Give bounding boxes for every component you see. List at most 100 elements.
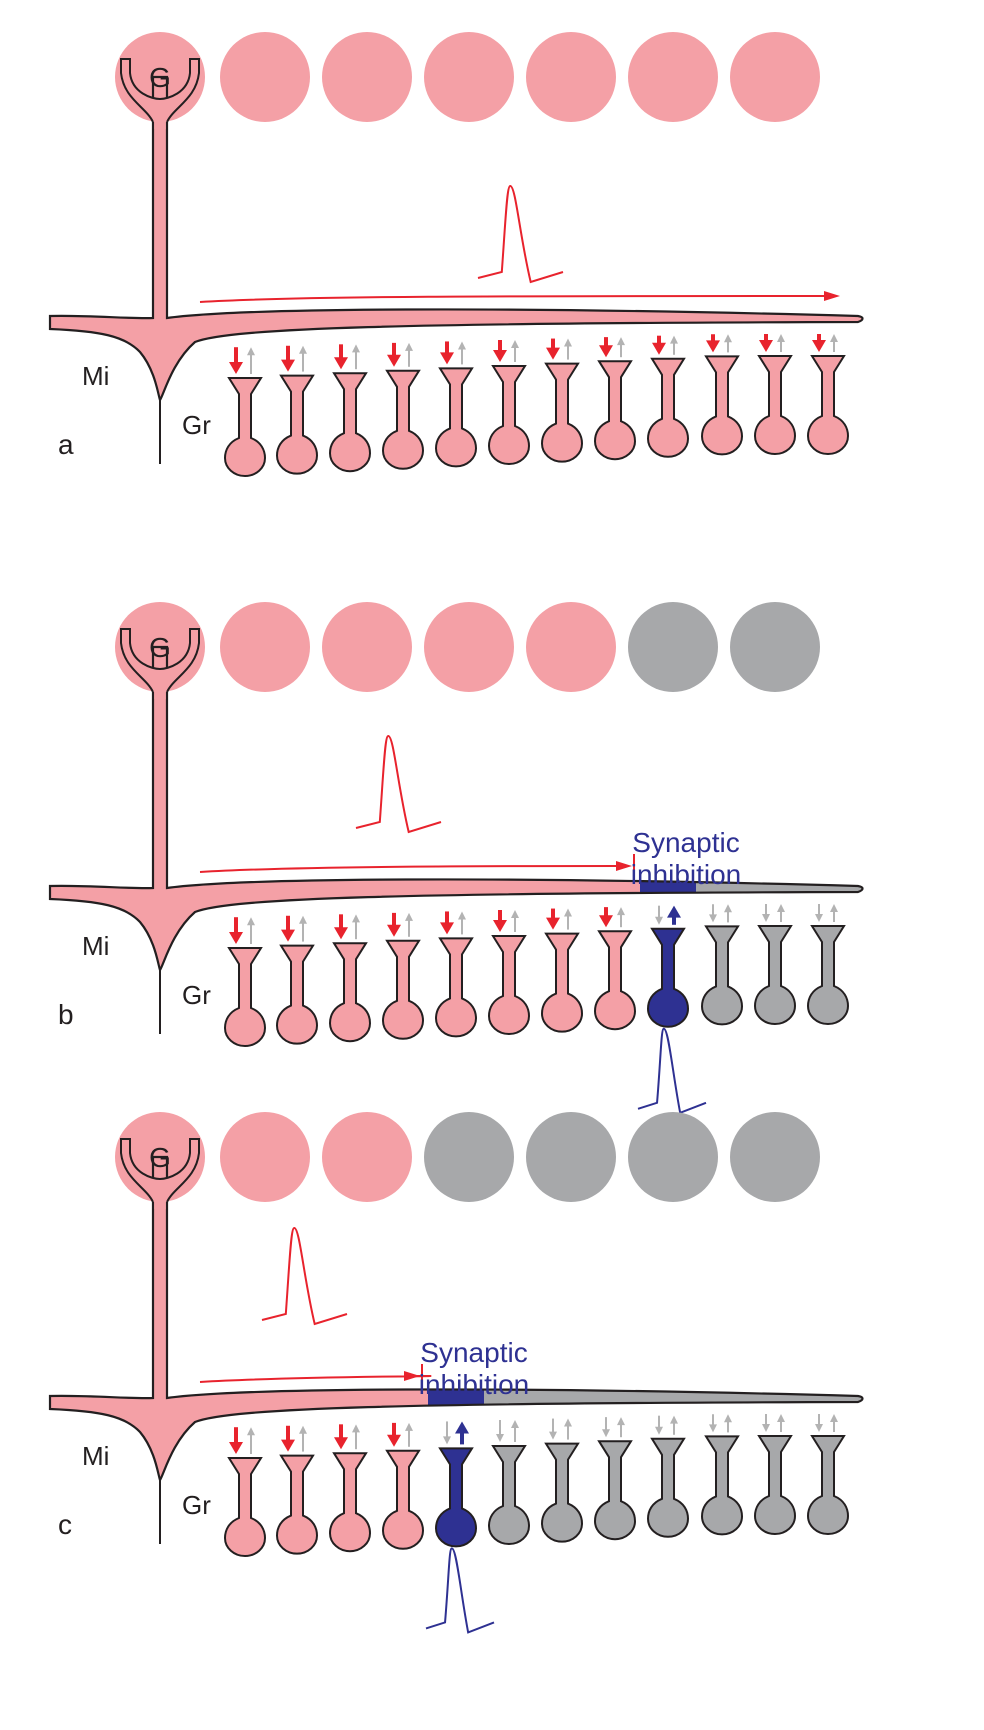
granule-cell-2 <box>275 915 319 1045</box>
silent-dendrite-segment <box>484 1382 863 1412</box>
granule-cell-body-active <box>753 355 797 455</box>
granule-cell-body-active <box>540 362 584 463</box>
glomerulus-6 <box>628 602 718 692</box>
granule-cell-body-active <box>434 367 478 468</box>
panel-label: a <box>58 429 74 460</box>
granule-cell-body-active <box>275 1454 319 1555</box>
glomerulus-4 <box>424 1112 514 1202</box>
feedback-arrowhead <box>458 911 466 920</box>
glomerulus-6 <box>628 1112 718 1202</box>
granule-cell-body-active <box>328 942 372 1043</box>
granule-cell-1 <box>223 347 267 477</box>
granule-cell-10 <box>700 904 744 1026</box>
inhibition-label-line2: inhibition <box>419 1369 530 1400</box>
granule-cell-9 <box>637 905 707 1115</box>
glomerulus-label: G <box>149 632 171 663</box>
feedback-arrowhead <box>299 1425 307 1434</box>
granule-cell-7 <box>540 1418 584 1543</box>
excitatory-arrowhead <box>493 920 507 932</box>
granule-cell-body-active <box>487 365 531 465</box>
granule-action-potential-waveform <box>425 1547 495 1634</box>
feedback-arrowhead <box>617 907 625 916</box>
feedback-arrowhead <box>511 340 519 348</box>
excitatory-arrowhead <box>599 915 613 928</box>
granule-cell-body-active <box>806 355 850 455</box>
glomeruli-row <box>115 32 820 122</box>
granule-cell-body-inactive <box>753 1435 797 1535</box>
granule-cell-7 <box>540 338 584 463</box>
excitatory-arrowhead <box>440 352 454 365</box>
granule-cell-body-inactive <box>806 925 850 1025</box>
glomerulus-2 <box>220 602 310 692</box>
glomerulus-label: G <box>149 62 171 93</box>
mitral-tuft <box>120 58 200 123</box>
granule-cell-3 <box>328 344 372 473</box>
granule-cell-9 <box>646 335 690 458</box>
glomerulus-4 <box>424 32 514 122</box>
granule-cell-9 <box>646 1415 690 1538</box>
action-potential-waveform <box>355 734 442 834</box>
granule-cell-body-active <box>223 1457 267 1557</box>
excitatory-arrowhead <box>706 340 720 353</box>
spike-propagation-arrow <box>199 865 619 873</box>
granule-cell-body-active <box>328 372 372 473</box>
mitral-label: Mi <box>82 361 109 391</box>
excitatory-arrowhead <box>546 917 560 930</box>
inhibitory-arrowhead <box>455 1421 469 1434</box>
inhibition-label-line1: Synaptic <box>632 827 739 858</box>
granule-cell-body-active <box>328 1452 372 1553</box>
granule-cell-body-active <box>381 939 425 1040</box>
glomerulus-label: G <box>149 1142 171 1173</box>
granule-cell-6 <box>487 910 531 1035</box>
granule-cell-11 <box>753 904 797 1025</box>
excitatory-arrowhead <box>334 357 348 370</box>
glomeruli-row <box>115 602 820 692</box>
spike-arrowhead <box>616 861 632 871</box>
excitatory-arrowhead <box>229 1442 243 1454</box>
feedback-arrowhead <box>247 917 255 926</box>
glomerulus-2 <box>220 32 310 122</box>
granule-cell-4 <box>381 912 425 1040</box>
glomerulus-5 <box>526 602 616 692</box>
granule-cell-body-active <box>593 360 637 461</box>
granule-cell-body-active <box>646 357 690 458</box>
excitatory-arrowhead <box>229 932 243 944</box>
granule-cell-4 <box>381 342 425 470</box>
excitatory-arrowhead <box>546 347 560 360</box>
glomeruli-row <box>115 1112 820 1202</box>
inhibition-label-line1: Synaptic <box>420 1337 527 1368</box>
excitatory-arrowhead <box>387 1434 401 1447</box>
mitral-cell <box>48 58 864 464</box>
mitral-cell-outline <box>48 645 864 973</box>
granule-cell-body-active <box>223 377 267 477</box>
excitatory-arrowhead <box>387 354 401 367</box>
granule-cell-body-active <box>381 369 425 470</box>
action-potential-waveform <box>477 184 564 284</box>
excitatory-arrowhead <box>652 342 666 355</box>
granule-cell-3 <box>328 914 372 1043</box>
granule-cell-11 <box>753 1414 797 1535</box>
granule-cell-body-inactive <box>700 1435 744 1536</box>
granule-cell-body-inhibitory <box>434 1447 478 1548</box>
feedback-arrowhead <box>352 344 360 353</box>
mitral-cell-outline <box>48 75 864 403</box>
mitral-cell-outline <box>48 1155 864 1483</box>
granule-cell-8 <box>593 907 637 1031</box>
granule-label: Gr <box>182 1490 211 1520</box>
glomerulus-2 <box>220 1112 310 1202</box>
mitral-tuft <box>120 1138 200 1203</box>
excitatory-arrowhead <box>229 362 243 374</box>
glomerulus-7 <box>730 602 820 692</box>
feedback-arrowhead <box>247 1427 255 1436</box>
granule-cell-8 <box>593 1417 637 1541</box>
panel-label: b <box>58 999 74 1030</box>
granule-cell-1 <box>223 1427 267 1557</box>
granule-cell-8 <box>593 337 637 461</box>
granule-cell-body-active <box>434 937 478 1038</box>
excitatory-arrowhead <box>281 359 295 372</box>
excitatory-arrowhead <box>334 927 348 940</box>
